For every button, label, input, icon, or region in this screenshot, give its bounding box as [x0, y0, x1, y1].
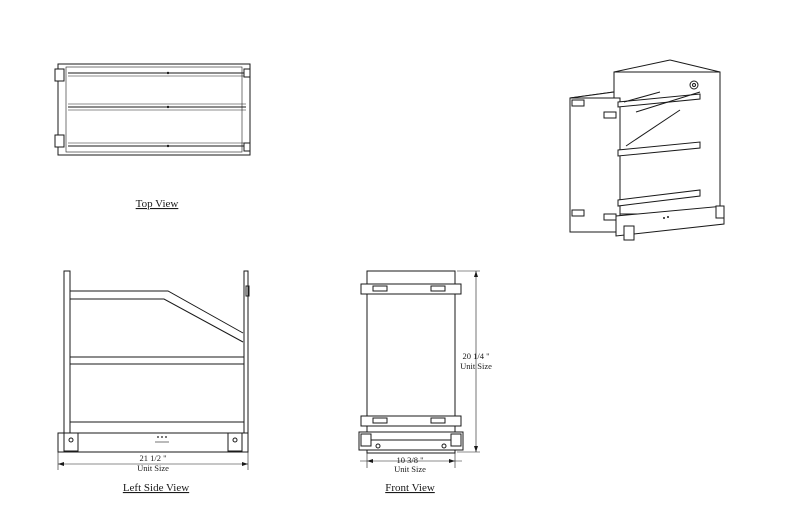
top-view-drawing — [54, 63, 251, 156]
left-side-view-drawing — [57, 270, 250, 470]
front-width-value: 10 3/8 " — [396, 455, 423, 465]
left-side-view-title: Left Side View — [123, 482, 189, 494]
front-height-value: 20 1/4 " — [462, 351, 489, 361]
front-height-unit: Unit Size — [460, 361, 492, 371]
front-view-title: Front View — [385, 482, 435, 494]
left-side-width-value: 21 1/2 " — [139, 453, 166, 463]
top-view-title: Top View — [136, 198, 179, 210]
left-side-width-unit: Unit Size — [137, 463, 169, 473]
isometric-view-drawing — [569, 59, 725, 241]
front-view-drawing — [358, 270, 480, 468]
front-width-unit: Unit Size — [394, 464, 426, 474]
